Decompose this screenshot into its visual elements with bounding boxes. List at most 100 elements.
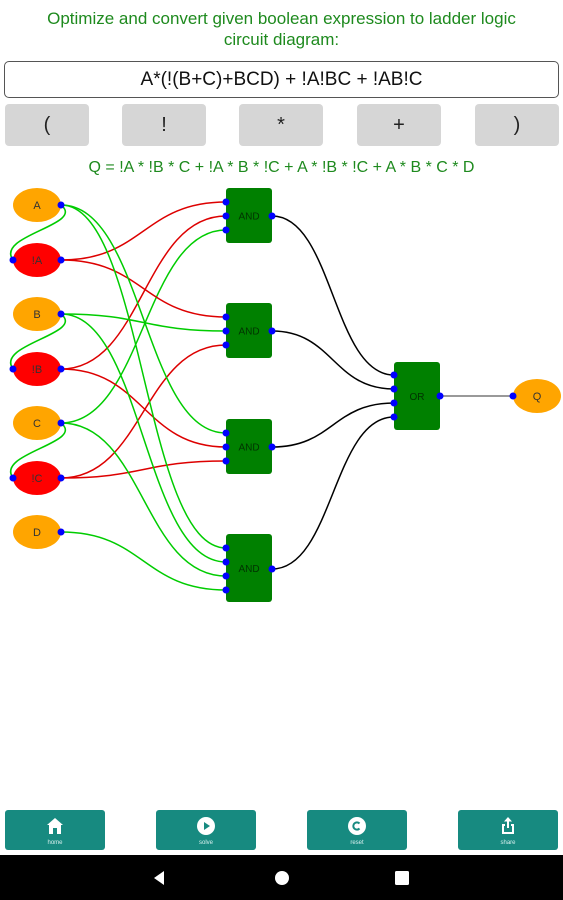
input-wire-1-0 bbox=[60, 259, 227, 318]
instruction-header: Optimize and convert given boolean expre… bbox=[0, 8, 563, 50]
input-output-pin bbox=[57, 528, 65, 536]
share-button-label: share bbox=[500, 840, 516, 846]
share-icon bbox=[502, 817, 514, 834]
and-gate-input-pin bbox=[222, 443, 230, 451]
input-label-not-b: !B bbox=[32, 364, 42, 376]
open-paren-button[interactable]: ( bbox=[5, 104, 89, 146]
or-gate-input-pin bbox=[390, 399, 398, 407]
output-input-pin bbox=[509, 392, 517, 400]
and-gate-output-pin bbox=[268, 565, 276, 573]
reset-button[interactable]: reset bbox=[307, 810, 407, 850]
input-wire-0-0 bbox=[60, 201, 227, 261]
instruction-line-2: circuit diagram: bbox=[223, 30, 340, 49]
input-node-not-a[interactable] bbox=[13, 243, 61, 277]
and-gate-output-pin bbox=[268, 212, 276, 220]
input-output-pin bbox=[57, 256, 65, 264]
or-gate-input-pin bbox=[390, 371, 398, 379]
and-gate-3[interactable] bbox=[226, 419, 272, 474]
input-node-b[interactable] bbox=[13, 297, 61, 331]
close-paren-button[interactable]: ) bbox=[475, 104, 559, 146]
and-operator-button[interactable]: * bbox=[239, 104, 323, 146]
gate-wire-2 bbox=[271, 402, 395, 448]
input-wire-1-2 bbox=[60, 344, 227, 479]
input-wire-3-3 bbox=[60, 531, 227, 591]
optimized-result: Q = !A * !B * C + !A * B * !C + A * !B *… bbox=[88, 159, 475, 176]
inverter-wire-0 bbox=[9, 204, 66, 261]
home-circle-icon[interactable] bbox=[270, 866, 294, 890]
share-button[interactable]: share bbox=[458, 810, 558, 850]
and-gate-input-pin bbox=[222, 544, 230, 552]
output-node-q[interactable] bbox=[513, 379, 561, 413]
and-gate-input-pin bbox=[222, 457, 230, 465]
and-gate-output-pin bbox=[268, 327, 276, 335]
operator-buttons: ( ! * + ) bbox=[0, 104, 563, 146]
and-gate-input-pin bbox=[222, 572, 230, 580]
wires bbox=[9, 201, 513, 591]
home-button-label: home bbox=[47, 840, 63, 846]
and-gate-output-pin bbox=[268, 443, 276, 451]
input-output-pin bbox=[57, 310, 65, 318]
recents-icon[interactable] bbox=[390, 866, 414, 890]
input-node-not-c[interactable] bbox=[13, 461, 61, 495]
input-label-not-c: !C bbox=[32, 473, 43, 485]
gate-wire-0 bbox=[271, 215, 395, 376]
input-wire-2-0 bbox=[60, 204, 227, 434]
input-output-pin bbox=[57, 419, 65, 427]
and-gate-2[interactable] bbox=[226, 303, 272, 358]
gate-wire-3 bbox=[271, 416, 395, 570]
input-output-pin bbox=[57, 474, 65, 482]
home-icon bbox=[47, 818, 63, 834]
input-node-d[interactable] bbox=[13, 515, 61, 549]
and-gate-input-pin bbox=[222, 341, 230, 349]
home-button[interactable]: home bbox=[5, 810, 105, 850]
system-navigation-bar bbox=[0, 855, 563, 900]
not-button[interactable]: ! bbox=[122, 104, 206, 146]
and-gate-input-pin bbox=[222, 198, 230, 206]
input-label-b: B bbox=[33, 309, 40, 321]
input-wire-2-1 bbox=[60, 368, 227, 448]
solve-button[interactable]: solve bbox=[156, 810, 256, 850]
input-label-a: A bbox=[33, 200, 41, 212]
gate-wire-1 bbox=[271, 330, 395, 390]
and-gate-input-pin bbox=[222, 586, 230, 594]
and-gate-input-pin bbox=[222, 313, 230, 321]
reset-icon bbox=[348, 817, 366, 835]
or-gate-output-pin bbox=[436, 392, 444, 400]
input-label-d: D bbox=[33, 527, 41, 539]
input-wire-1-1 bbox=[60, 313, 227, 332]
and-gate-input-pin bbox=[222, 429, 230, 437]
input-wire-3-1 bbox=[60, 313, 227, 563]
input-wire-3-0 bbox=[60, 204, 227, 549]
and-gate-input-pin bbox=[222, 212, 230, 220]
back-icon[interactable] bbox=[148, 866, 172, 890]
and-gate-label: AND bbox=[238, 327, 259, 338]
input-input-pin bbox=[9, 256, 17, 264]
pins bbox=[9, 198, 517, 594]
input-input-pin bbox=[9, 365, 17, 373]
or-operator-button[interactable]: + bbox=[357, 104, 441, 146]
input-node-not-b[interactable] bbox=[13, 352, 61, 386]
and-gate-label: AND bbox=[238, 564, 259, 575]
input-node-a[interactable] bbox=[13, 188, 61, 222]
input-wire-2-2 bbox=[60, 460, 227, 479]
expression-input[interactable]: A*(!(B+C)+BCD) + !A!BC + !AB!C bbox=[4, 61, 559, 98]
and-gate-4[interactable] bbox=[226, 534, 272, 602]
input-wire-0-1 bbox=[60, 215, 227, 370]
or-gate[interactable] bbox=[394, 362, 440, 430]
and-gate-input-pin bbox=[222, 226, 230, 234]
input-label-c: C bbox=[33, 418, 41, 430]
and-gate-1[interactable] bbox=[226, 188, 272, 243]
reset-button-label: reset bbox=[350, 840, 364, 846]
input-label-not-a: !A bbox=[32, 255, 43, 267]
or-gate-input-pin bbox=[390, 413, 398, 421]
play-icon bbox=[197, 817, 215, 835]
and-gate-label: AND bbox=[238, 212, 259, 223]
input-node-c[interactable] bbox=[13, 406, 61, 440]
inverter-wire-2 bbox=[9, 422, 66, 479]
and-gate-label: AND bbox=[238, 443, 259, 454]
solve-button-label: solve bbox=[198, 840, 213, 846]
inputs: A!AB!BC!CDQ bbox=[13, 188, 561, 549]
input-wire-3-2 bbox=[60, 422, 227, 577]
